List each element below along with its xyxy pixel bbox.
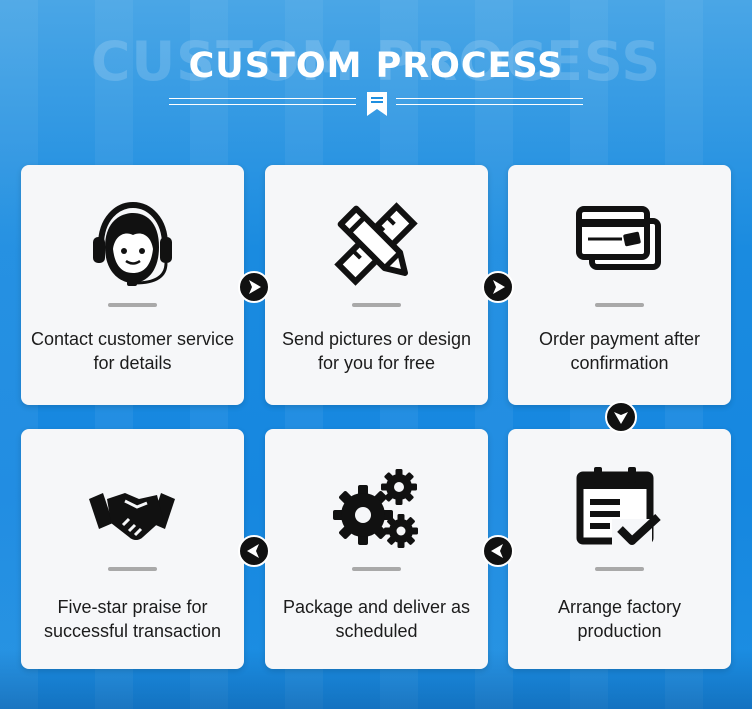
step-card-delivery: Package and deliver as scheduled — [265, 429, 488, 669]
title-divider-left — [169, 98, 356, 105]
step-label: Arrange factory production — [557, 597, 682, 641]
step-card-production: Arrange factory production — [508, 429, 731, 669]
step-label: Five-star praise for successful transact… — [43, 597, 222, 641]
card-divider — [595, 567, 644, 571]
title-divider-right — [396, 98, 583, 105]
step-label: Send pictures or design for you for free — [281, 329, 472, 373]
arrow-right-icon — [482, 271, 514, 303]
arrow-down-icon — [605, 401, 637, 433]
step-label: Package and deliver as scheduled — [282, 597, 471, 641]
step-label: Order payment after confirmation — [538, 329, 701, 373]
step-card-praise: Five-star praise for successful transact… — [21, 429, 244, 669]
gears-icon — [333, 469, 418, 548]
card-divider — [108, 303, 157, 307]
card-divider — [108, 567, 157, 571]
headset-support-icon — [93, 201, 172, 286]
step-card-design: Send pictures or design for you for free — [265, 165, 488, 405]
payment-cards-icon — [576, 206, 661, 270]
step-card-payment: Order payment after confirmation — [508, 165, 731, 405]
card-divider — [595, 303, 644, 307]
handshake-icon — [89, 493, 175, 540]
arrow-right-icon — [238, 271, 270, 303]
calendar-schedule-icon — [576, 467, 661, 547]
arrow-left-icon — [482, 535, 514, 567]
card-divider — [352, 567, 401, 571]
card-divider — [352, 303, 401, 307]
title-watermark: CUSTOM PROCESS — [90, 30, 662, 93]
step-card-contact: Contact customer service for details — [21, 165, 244, 405]
step-label: Contact customer service for details — [30, 329, 235, 373]
page-title: CUSTOM PROCESS — [188, 46, 564, 86]
ribbon-icon — [367, 92, 387, 116]
arrow-left-icon — [238, 535, 270, 567]
pencil-ruler-icon — [334, 202, 418, 286]
